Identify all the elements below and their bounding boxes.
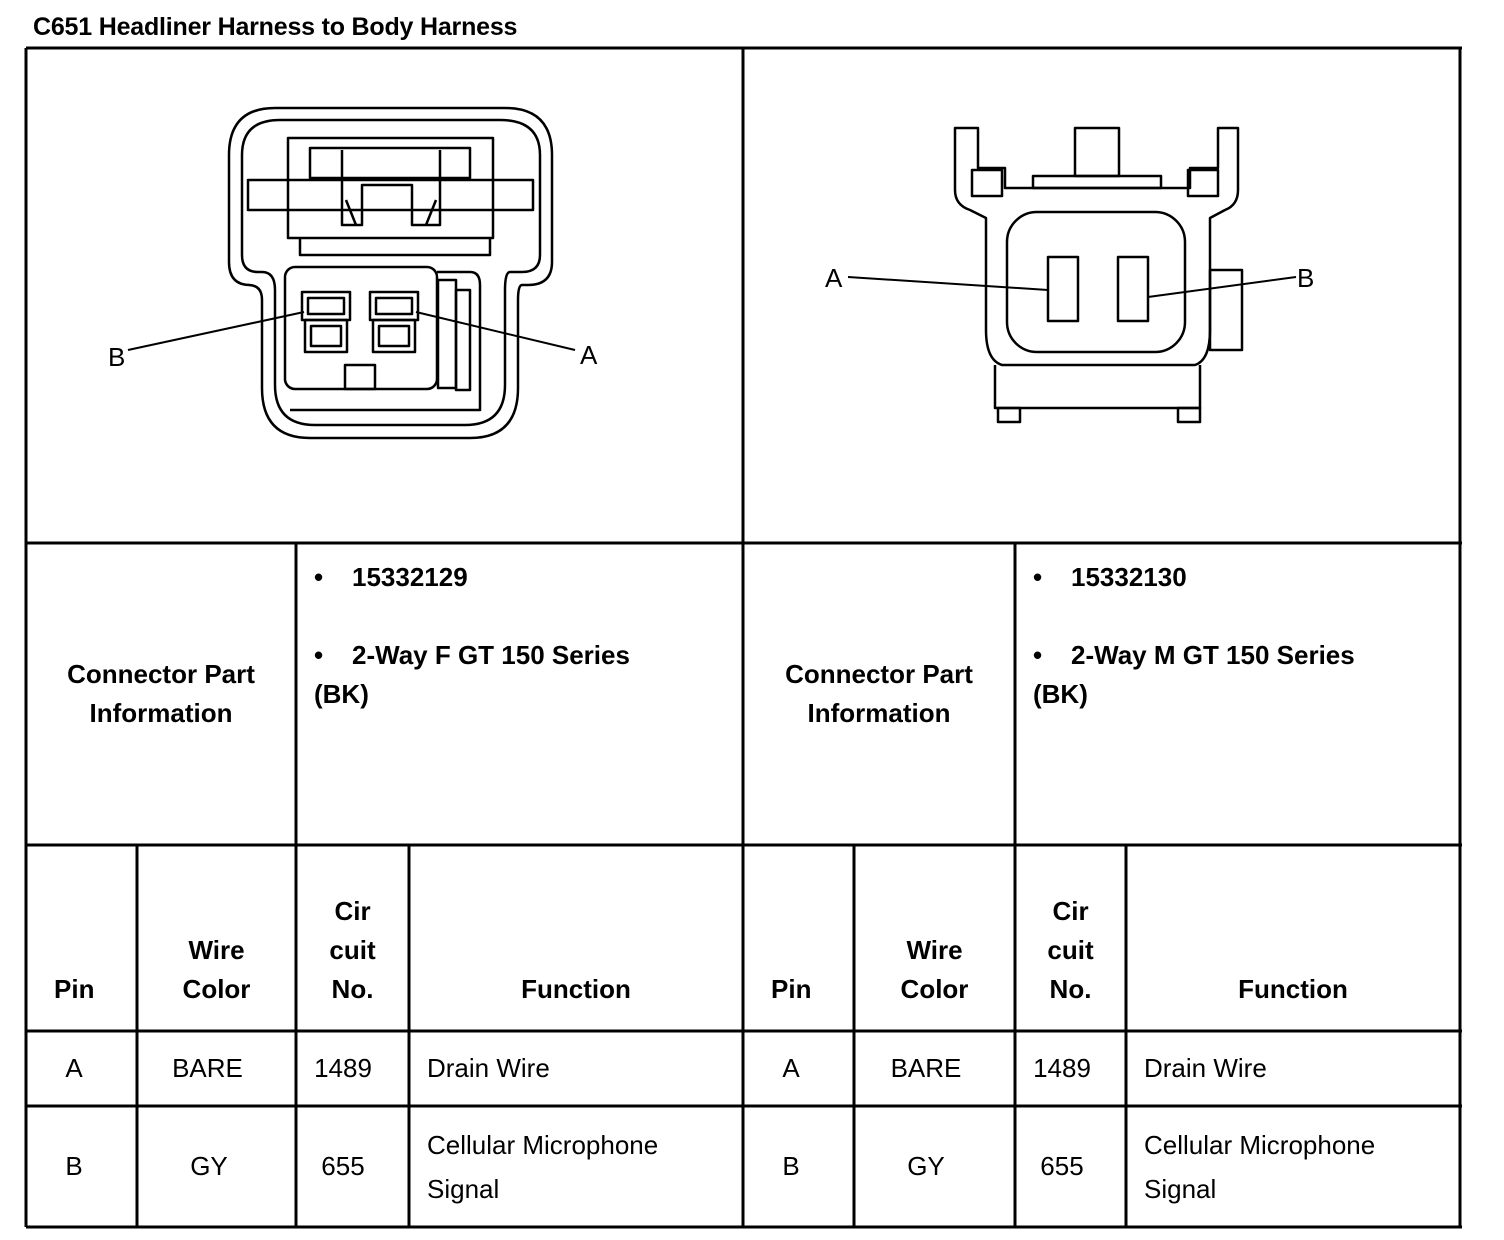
bullet: •	[314, 640, 324, 670]
table-cell-pin: A	[782, 1053, 800, 1083]
header-text: Cir	[334, 896, 371, 926]
header-text: No.	[331, 974, 374, 1004]
description-item: • 2-Way M GT 150 Series (BK)	[1033, 636, 1450, 714]
female-pin-label-a: A	[580, 340, 598, 370]
function-header: Function	[1128, 847, 1458, 1029]
table-cell-function: Cellular Microphone Signal	[1128, 1108, 1458, 1225]
bullet: •	[314, 562, 324, 592]
table-cell-pin: B	[65, 1151, 83, 1181]
table-cell-circuit: 655	[321, 1151, 365, 1181]
description-item: • 2-Way F GT 150 Series (BK)	[314, 636, 733, 714]
male-pin-label-a: A	[825, 263, 843, 293]
table-cell-circuit: 655	[1040, 1151, 1084, 1181]
info-label-line: Connector Part	[785, 659, 973, 689]
table-cell-pin: A	[65, 1053, 83, 1083]
bullet: •	[1033, 562, 1043, 592]
pin-header: Pin	[28, 847, 135, 1029]
table-grid	[24, 46, 1462, 1229]
part-number-item: • 15332130	[1033, 558, 1450, 597]
header-text: Function	[1238, 974, 1348, 1004]
table-cell-wire-color: BARE	[890, 1053, 962, 1083]
function-header: Function	[411, 847, 741, 1029]
circuit-header: Cir cuit No.	[1017, 847, 1124, 1029]
description-line: (BK)	[314, 679, 369, 709]
header-text: Cir	[1052, 896, 1089, 926]
male-connector-leaders	[847, 276, 1297, 298]
male-pin-label-b: B	[1297, 263, 1315, 293]
info-label-line: Connector Part	[67, 659, 255, 689]
table-cell-circuit: 1489	[1033, 1053, 1091, 1083]
header-text: cuit	[329, 935, 376, 965]
function-line: Cellular Microphone	[1144, 1129, 1376, 1160]
description-line: 2-Way F GT 150 Series	[352, 640, 630, 670]
table-cell-wire-color: GY	[907, 1151, 945, 1181]
male-connector-drawing	[953, 126, 1244, 424]
pin-header: Pin	[745, 847, 852, 1029]
part-number-item: • 15332129	[314, 558, 733, 597]
header-text: Function	[521, 974, 631, 1004]
function-line: Signal	[427, 1173, 500, 1204]
header-text: Wire	[188, 935, 245, 965]
female-pin-label-b: B	[108, 342, 126, 372]
connector-part-info-label: Connector Part Information	[745, 545, 1013, 843]
info-label-line: Information	[807, 698, 951, 728]
female-connector-drawing	[227, 106, 554, 440]
connector-part-info-label: Connector Part Information	[28, 545, 294, 843]
table-cell-circuit: 1489	[314, 1053, 372, 1083]
header-text: Color	[900, 974, 969, 1004]
part-number: 15332130	[1071, 562, 1187, 592]
wire-color-header: Wire Color	[856, 847, 1013, 1029]
table-cell-function: Cellular Microphone Signal	[411, 1108, 741, 1225]
function-line: Cellular Microphone	[427, 1129, 659, 1160]
header-text: Color	[182, 974, 251, 1004]
header-text: No.	[1049, 974, 1092, 1004]
description-line: (BK)	[1033, 679, 1088, 709]
description-line: 2-Way M GT 150 Series	[1071, 640, 1355, 670]
table-cell-function: Drain Wire	[1144, 1053, 1267, 1083]
table-cell-wire-color: GY	[190, 1151, 228, 1181]
header-text: Pin	[54, 974, 95, 1004]
wire-color-header: Wire Color	[139, 847, 294, 1029]
table-cell-wire-color: BARE	[172, 1053, 243, 1083]
bullet: •	[1033, 640, 1043, 670]
connector-part-info: • 15332130 • 2-Way M GT 150 Series (BK)	[1017, 545, 1458, 843]
page-title: C651 Headliner Harness to Body Harness	[33, 13, 518, 41]
function-line: Signal	[1144, 1173, 1217, 1204]
connector-part-info: • 15332129 • 2-Way F GT 150 Series (BK)	[298, 545, 741, 843]
header-text: cuit	[1047, 935, 1094, 965]
info-label-line: Information	[89, 698, 233, 728]
table-cell-pin: B	[782, 1151, 800, 1181]
female-connector-leaders	[127, 311, 576, 351]
header-text: Wire	[906, 935, 963, 965]
circuit-header: Cir cuit No.	[298, 847, 407, 1029]
table-cell-function: Drain Wire	[427, 1053, 550, 1083]
header-text: Pin	[771, 974, 812, 1004]
part-number: 15332129	[352, 562, 468, 592]
